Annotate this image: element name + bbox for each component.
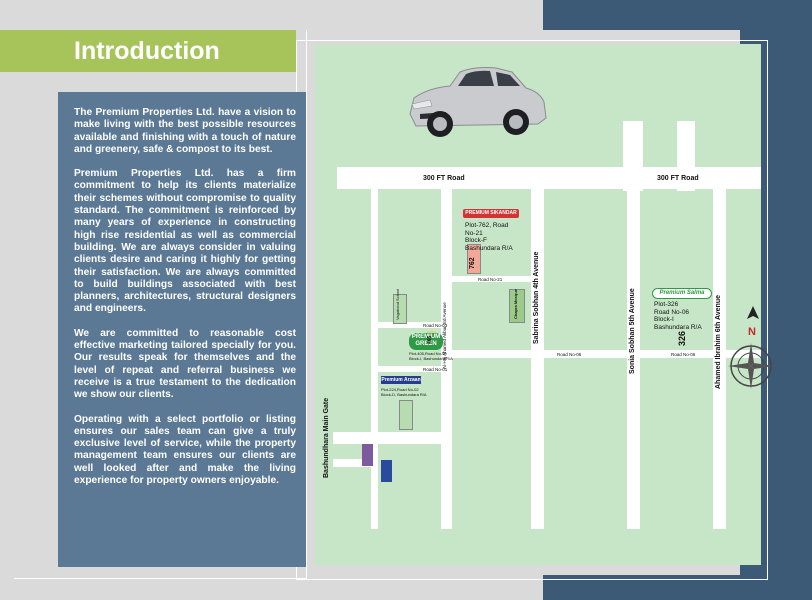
chapra-mosque bbox=[509, 289, 525, 323]
left-frame-line bbox=[14, 30, 307, 579]
vagabond-label: Vagabond School bbox=[395, 288, 400, 320]
sabrina-label: Sabrina Sobhan 4th Avenue bbox=[533, 251, 540, 344]
vagabond-school bbox=[393, 294, 407, 324]
intro-paragraph-4: Operating with a select portfolio or lis… bbox=[74, 413, 296, 487]
road-300ft-label-left: 300 FT Road bbox=[423, 175, 465, 182]
intro-paragraph-3: We are committed to reasonable cost effe… bbox=[74, 327, 296, 401]
road-06 bbox=[445, 350, 761, 358]
road-03 bbox=[377, 322, 441, 328]
road-06-label-b: Road No-06 bbox=[671, 352, 696, 357]
road-03-label: Road No-03 bbox=[423, 323, 448, 328]
purple-block bbox=[362, 444, 373, 466]
green-address: Plot-405,Road No-09 Block-I, Bashundara … bbox=[409, 351, 453, 361]
ahmed-label: Ahamed Ibrahim 6th Avenue bbox=[715, 294, 722, 389]
chapra-label: Chapra Mosque bbox=[513, 288, 518, 319]
blue-block bbox=[381, 460, 392, 482]
location-map: 300 FT Road 300 FT Road Sabrina Sobhan 4… bbox=[315, 44, 774, 565]
road-ahmed bbox=[713, 189, 726, 529]
sonia-label: Sonia Sobhan 5th Avenue bbox=[629, 288, 636, 374]
intro-panel bbox=[58, 92, 306, 567]
road-21-label: Road No-21 bbox=[478, 277, 503, 282]
road-21 bbox=[452, 276, 531, 282]
road-01-label: Road No-01 bbox=[423, 367, 448, 372]
main-gate-label: Bashundhara Main Gate bbox=[323, 397, 330, 478]
title-bar bbox=[0, 30, 296, 72]
salma-address: Plot-326 Road No-06 Block-I Bashundara R… bbox=[654, 301, 702, 331]
road-al-haj bbox=[441, 189, 452, 529]
road-main-gate bbox=[333, 432, 441, 444]
intro-paragraph-2: Premium Properties Ltd. has a firm commi… bbox=[74, 168, 296, 315]
salma-badge: Premium Salma bbox=[652, 288, 712, 299]
green-badge: PREMIUM GREEN bbox=[409, 333, 443, 350]
road-sonia bbox=[627, 189, 640, 529]
road-300ft-upper-branch-2 bbox=[677, 121, 695, 191]
salma-plot-number: 326 bbox=[677, 330, 687, 346]
car-image bbox=[400, 62, 550, 149]
road-06-label-a: Road No-06 bbox=[557, 352, 582, 357]
arzaan-address: Plot-224,Road No-02 Block-D, Bashundara … bbox=[381, 387, 427, 397]
road-300ft-label-right: 300 FT Road bbox=[657, 175, 699, 182]
road-west bbox=[371, 189, 378, 529]
small-block bbox=[399, 400, 413, 430]
road-01 bbox=[377, 366, 441, 372]
road-main-gate-2 bbox=[333, 459, 378, 467]
sikandar-plot-number: 762 bbox=[469, 257, 476, 269]
arzaan-badge: Premium Arzaan bbox=[381, 376, 421, 384]
green-plot-number: 405 bbox=[427, 335, 433, 344]
page-title: Introduction bbox=[74, 37, 220, 65]
intro-text: The Premium Properties Ltd. have a visio… bbox=[74, 107, 296, 499]
intro-paragraph-1: The Premium Properties Ltd. have a visio… bbox=[74, 107, 296, 155]
compass-rose-icon bbox=[726, 341, 776, 396]
north-label: N bbox=[748, 326, 756, 338]
sikandar-badge: PREMIUM SIKANDAR bbox=[463, 209, 519, 218]
plot-326-marker bbox=[653, 334, 667, 348]
road-sabrina bbox=[531, 189, 544, 529]
north-arrow-icon bbox=[745, 306, 761, 325]
road-300ft bbox=[337, 167, 761, 189]
sikandar-address: Plot-762, Road No-21 Block-F Bashundara … bbox=[465, 222, 513, 252]
road-300ft-upper-branch bbox=[623, 121, 643, 191]
plot-762 bbox=[467, 244, 481, 274]
